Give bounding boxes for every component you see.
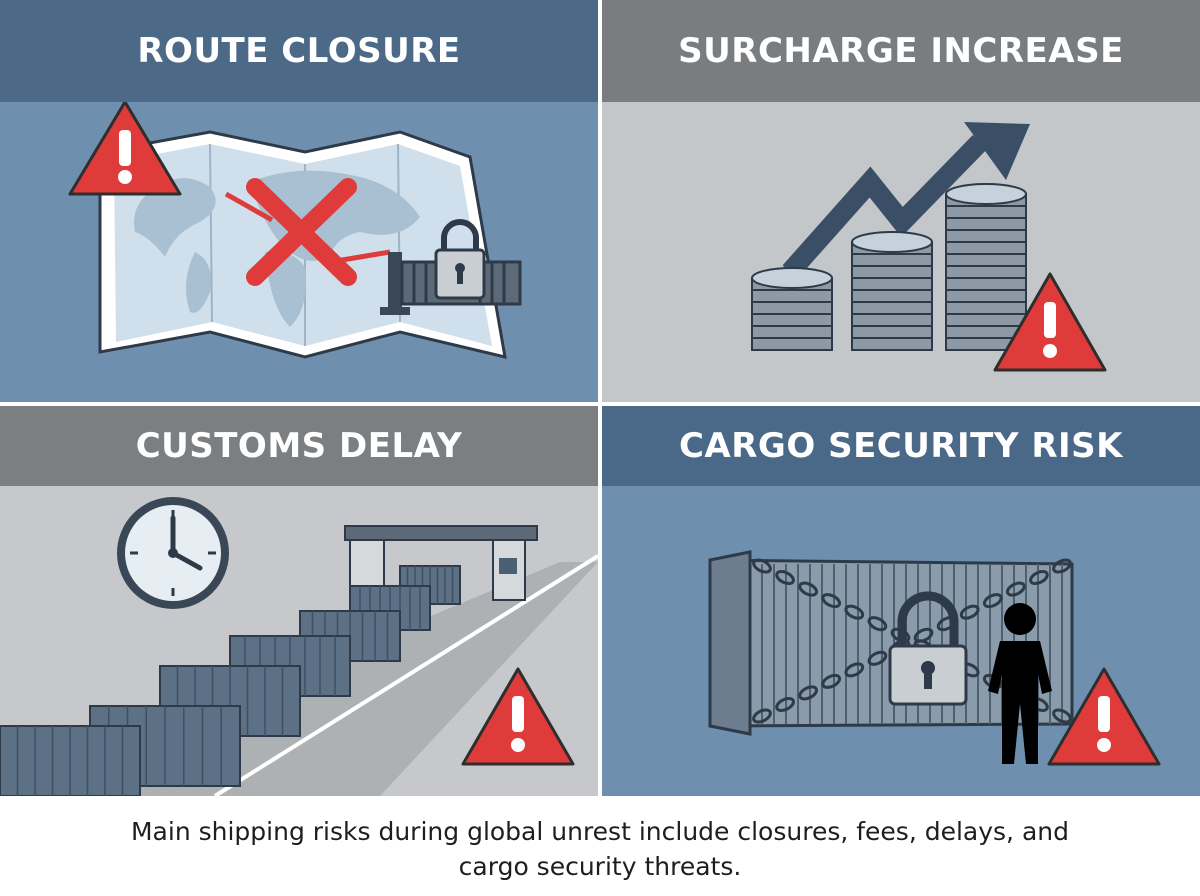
warning-icon — [993, 272, 1107, 372]
coin-stack-icon — [751, 183, 1027, 351]
panel-route-closure: ROUTE CLOSURE — [0, 0, 598, 402]
trend-arrow-icon — [782, 122, 1030, 279]
route-closure-title: ROUTE CLOSURE — [0, 0, 598, 102]
padlock-icon — [434, 219, 486, 300]
horizontal-divider — [44, 402, 1156, 406]
caption: Main shipping risks during global unrest… — [0, 804, 1200, 894]
customs-delay-title: CUSTOMS DELAY — [0, 406, 598, 486]
container-icon — [0, 565, 461, 796]
customs-gate — [344, 525, 538, 601]
clock-icon — [117, 497, 229, 609]
padlock-icon — [888, 591, 968, 706]
surcharge-increase-illustration — [602, 102, 1200, 402]
cargo-security-risk-title: CARGO SECURITY RISK — [602, 406, 1200, 486]
cross-icon — [246, 178, 357, 286]
person-silhouette-icon — [988, 603, 1052, 764]
panel-surcharge-increase: SURCHARGE INCREASE — [602, 0, 1200, 402]
panel-cargo-security-risk: CARGO SECURITY RISK — [602, 406, 1200, 796]
vertical-divider — [598, 30, 602, 796]
warning-icon — [1047, 667, 1161, 766]
warning-icon — [68, 102, 182, 196]
warning-icon — [461, 667, 575, 766]
surcharge-increase-title: SURCHARGE INCREASE — [602, 0, 1200, 102]
customs-delay-illustration — [0, 486, 598, 796]
route-closure-illustration — [0, 102, 598, 402]
caption-text: Main shipping risks during global unrest… — [130, 817, 1069, 881]
cargo-security-risk-illustration — [602, 486, 1200, 796]
panel-customs-delay: CUSTOMS DELAY — [0, 406, 598, 796]
container-icon — [708, 550, 1074, 736]
